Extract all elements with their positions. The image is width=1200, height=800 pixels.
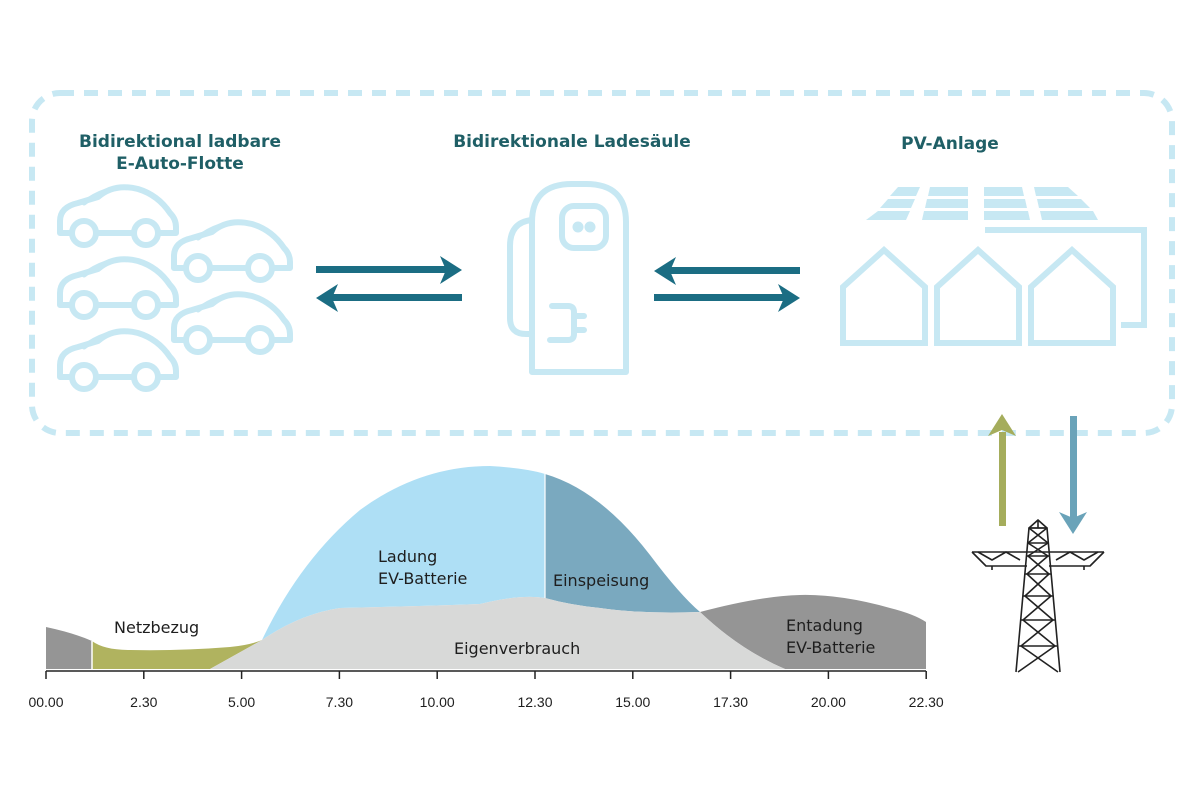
x-tick-label: 5.00 bbox=[228, 694, 255, 710]
houses-icon bbox=[840, 227, 1147, 346]
x-tick-label: 00.00 bbox=[28, 694, 63, 710]
x-tick-label: 22.30 bbox=[909, 694, 944, 710]
solar-panel-icon bbox=[866, 187, 1098, 220]
area-netzbezug bbox=[92, 640, 262, 669]
x-tick-label: 12.30 bbox=[517, 694, 552, 710]
label-netzbezug: Netzbezug bbox=[114, 618, 199, 637]
arrow-right bbox=[316, 266, 446, 273]
area-grey-left bbox=[46, 627, 92, 669]
area-eigenverbrauch bbox=[210, 596, 785, 669]
x-tick-label: 7.30 bbox=[326, 694, 353, 710]
area-einspeisung bbox=[545, 474, 700, 613]
x-tick-label: 2.30 bbox=[130, 694, 157, 710]
label-ladung-line1: Ladung bbox=[378, 547, 437, 566]
fleet-heading: Bidirektional ladbare E-Auto-Flotte bbox=[60, 131, 300, 175]
car-icon bbox=[60, 187, 176, 245]
car-icon bbox=[174, 222, 290, 280]
arrow-right-head bbox=[440, 256, 462, 284]
x-tick-label: 10.00 bbox=[420, 694, 455, 710]
pv-heading: PV-Anlage bbox=[901, 134, 999, 154]
car-icon bbox=[174, 294, 290, 352]
x-tick-label: 20.00 bbox=[811, 694, 846, 710]
area-grey-right bbox=[700, 594, 926, 669]
label-eigenverbrauch: Eigenverbrauch bbox=[454, 639, 580, 658]
fleet-heading-line2: E-Auto-Flotte bbox=[116, 154, 244, 174]
label-ladung-line2: EV-Batterie bbox=[378, 569, 467, 588]
bidirectional-arrows-icon bbox=[654, 257, 800, 312]
arrow-left-head bbox=[654, 257, 676, 285]
chart: Netzbezug Ladung EV-Batterie Einspeisung… bbox=[28, 466, 944, 710]
up-arrow-icon bbox=[988, 414, 1016, 526]
down-arrow-icon bbox=[1059, 416, 1087, 534]
label-entladung-line2: EV-Batterie bbox=[786, 638, 875, 657]
bidirectional-arrows-icon bbox=[316, 256, 462, 312]
charging-station-icon bbox=[507, 181, 629, 375]
car-fleet-icon bbox=[60, 187, 290, 389]
label-einspeisung: Einspeisung bbox=[553, 571, 649, 590]
x-tick-label: 15.00 bbox=[615, 694, 650, 710]
arrow-right bbox=[654, 294, 784, 301]
arrow-left bbox=[670, 267, 800, 274]
x-tick-label: 17.30 bbox=[713, 694, 748, 710]
arrow-right-head bbox=[778, 284, 800, 312]
fleet-heading-line1: Bidirektional ladbare bbox=[79, 132, 281, 152]
system-boundary bbox=[29, 90, 1175, 436]
x-axis-ticks: 00.00 2.30 5.00 7.30 10.00 12.30 15.00 17.30 20.… bbox=[28, 671, 944, 710]
arrow-left-head bbox=[316, 284, 338, 312]
car-icon bbox=[60, 331, 176, 389]
power-pylon-icon bbox=[971, 519, 1105, 673]
charger-heading: Bidirektionale Ladesäule bbox=[453, 132, 691, 152]
area-ladung bbox=[262, 466, 545, 640]
arrow-left bbox=[332, 294, 462, 301]
car-icon bbox=[60, 259, 176, 317]
label-entladung-line1: Entadung bbox=[786, 616, 863, 635]
